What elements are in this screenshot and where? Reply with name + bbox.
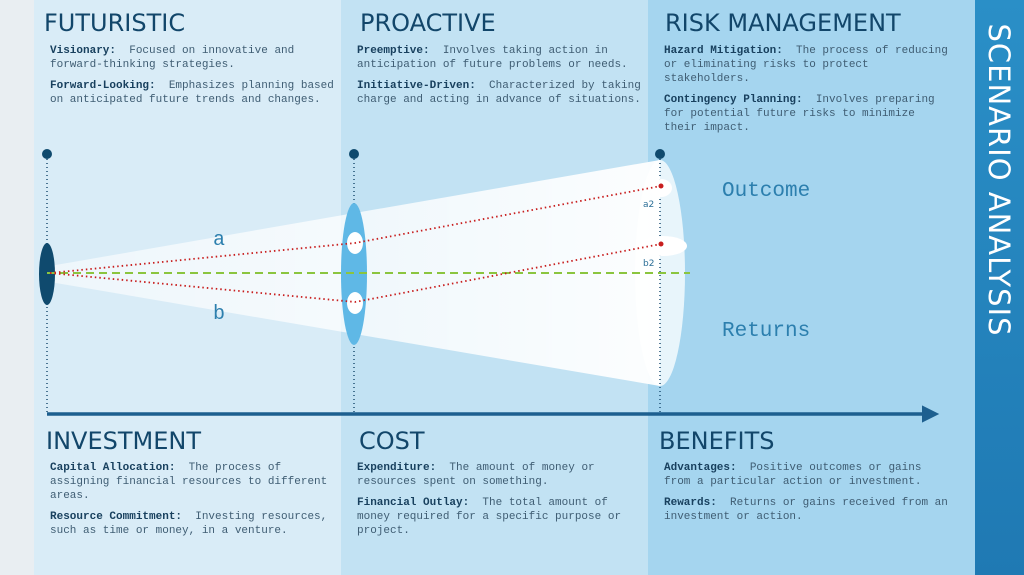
lens-point-b [347, 292, 363, 314]
text-block-cost: Expenditure: The amount of money or reso… [357, 461, 642, 545]
definition-capital-allocation: Capital Allocation: The process of assig… [50, 462, 328, 502]
guide-dot-2 [349, 149, 359, 159]
text-block-futuristic: Visionary: Focused on innovative and for… [50, 44, 335, 114]
guide-dot-3 [655, 149, 665, 159]
definition-resource-commitment: Resource Commitment: Investing resources… [50, 511, 328, 537]
lens-diagram [39, 149, 940, 423]
endpoint-b2 [658, 241, 664, 247]
heading-futuristic: FUTURISTIC [44, 9, 186, 37]
label-outcome: Outcome [722, 180, 811, 203]
guide-dot-1 [42, 149, 52, 159]
definition-preemptive: Preemptive: Involves taking action in an… [357, 45, 628, 71]
label-b: b [213, 303, 226, 326]
text-block-investment: Capital Allocation: The process of assig… [50, 461, 335, 545]
heading-proactive: PROACTIVE [360, 9, 496, 37]
text-block-benefits: Advantages: Positive outcomes or gains f… [664, 461, 949, 531]
definition-rewards: Rewards: Returns or gains received from … [664, 497, 948, 523]
definition-expenditure: Expenditure: The amount of money or reso… [357, 462, 595, 488]
label-a: a [213, 229, 226, 252]
definition-contingency-planning: Contingency Planning: Involves preparing… [664, 94, 935, 134]
definition-hazard-mitigation: Hazard Mitigation: The process of reduci… [664, 45, 948, 85]
far-point-b2 [639, 236, 687, 256]
definition-visionary: Visionary: Focused on innovative and for… [50, 45, 295, 71]
label-returns: Returns [722, 320, 811, 343]
ray-a [49, 185, 662, 274]
definition-financial-outlay: Financial Outlay: The total amount of mo… [357, 497, 622, 537]
definition-forward-looking: Forward-Looking: Emphasizes planning bas… [50, 80, 334, 106]
heading-cost: COST [359, 427, 425, 455]
heading-benefits: BENEFITS [659, 427, 775, 455]
label-b2: b2 [643, 259, 655, 269]
heading-risk-management: RISK MANAGEMENT [665, 9, 901, 37]
heading-investment: INVESTMENT [46, 427, 201, 455]
column-background-risk-management [648, 0, 975, 575]
text-block-risk-management: Hazard Mitigation: The process of reduci… [664, 44, 949, 142]
sidebar-title: SCENARIO ANALYSIS [982, 23, 1016, 337]
definition-initiative-driven: Initiative-Driven: Characterized by taki… [357, 80, 641, 106]
definition-advantages: Advantages: Positive outcomes or gains f… [664, 462, 922, 488]
ray-b [49, 243, 662, 303]
endpoint-a2 [658, 183, 664, 189]
text-block-proactive: Preemptive: Involves taking action in an… [357, 44, 642, 114]
sidebar [975, 0, 1024, 575]
label-a2: a2 [643, 200, 655, 210]
